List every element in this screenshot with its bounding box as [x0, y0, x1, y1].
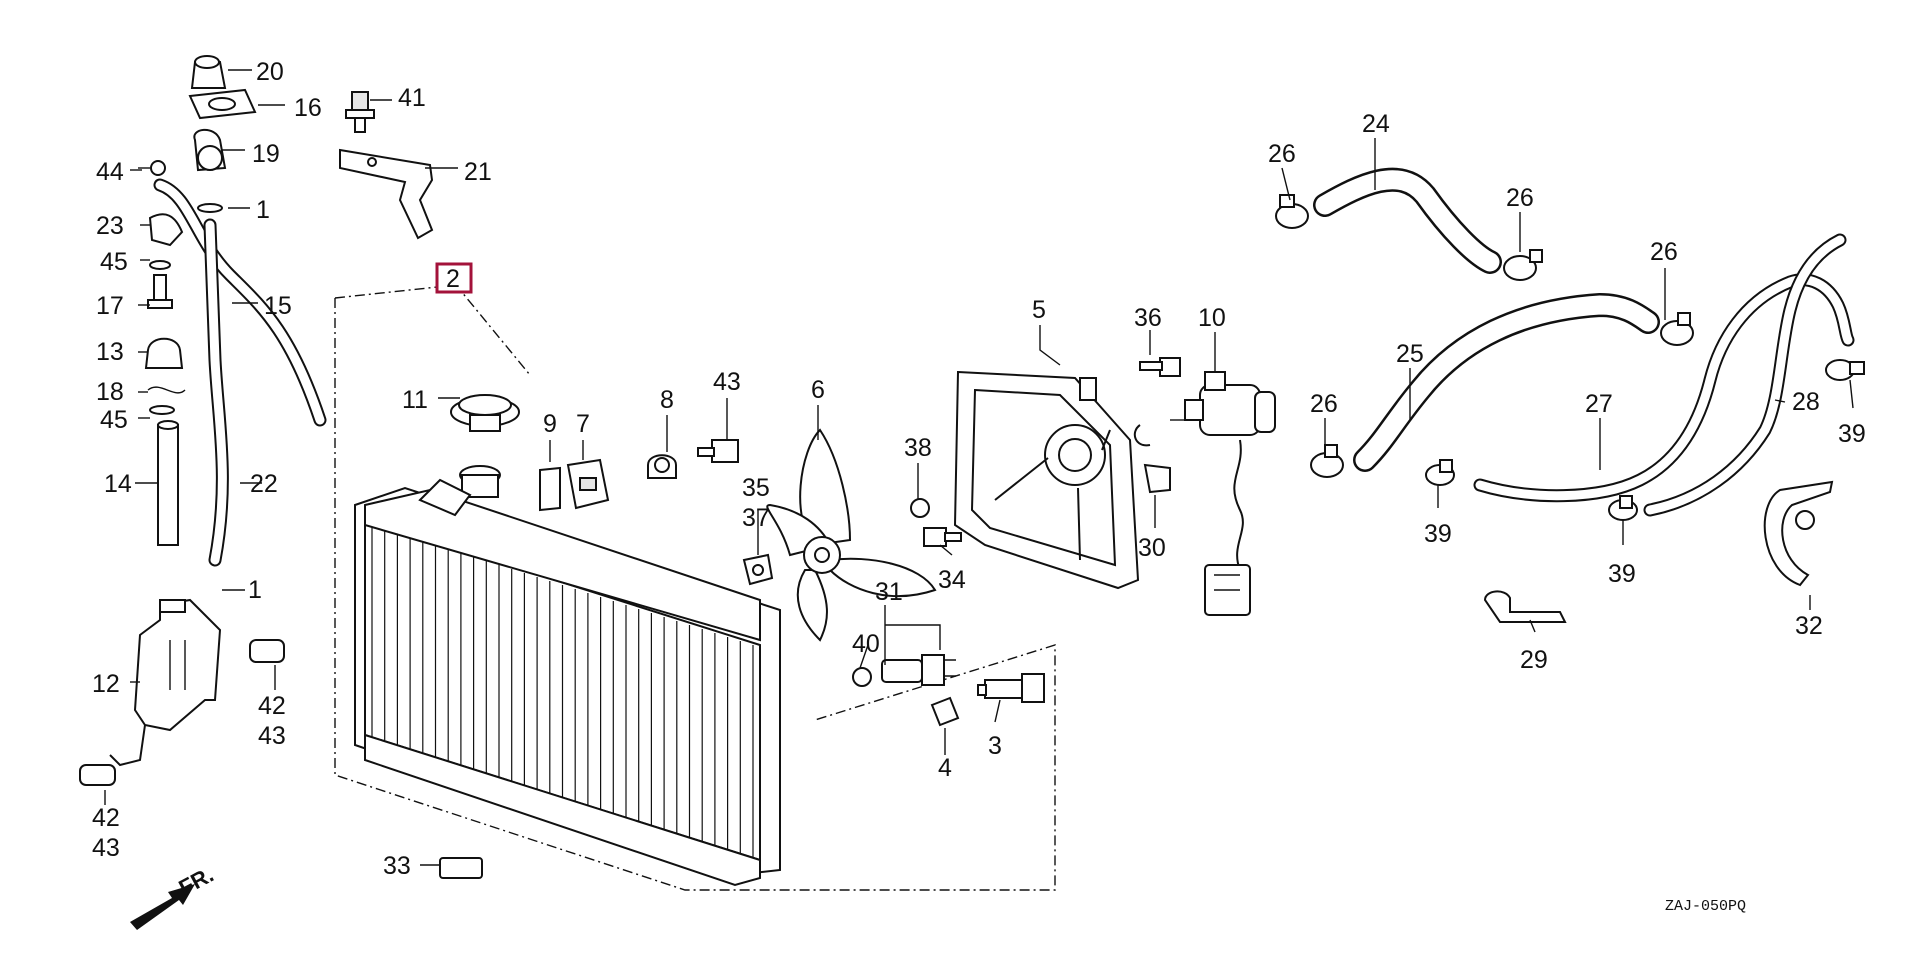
lower-hose: [1353, 292, 1660, 472]
callout: 26: [1506, 184, 1534, 212]
callout: 42: [258, 692, 286, 720]
callout: 16: [294, 94, 322, 122]
cap-fittings: [138, 55, 375, 415]
callout: 41: [398, 84, 426, 112]
clip-33: [439, 857, 483, 879]
callout: 4: [938, 754, 952, 782]
callout: 39: [1424, 520, 1452, 548]
callout: 38: [904, 434, 932, 462]
callout: 33: [383, 852, 411, 880]
brackets-29-32: [1483, 480, 1834, 623]
hose-27: [1473, 273, 1855, 503]
drawing-code: ZAJ-050PQ: [1665, 898, 1746, 915]
callout: 45: [100, 406, 128, 434]
callout: 24: [1362, 110, 1390, 138]
highlighted-callout-box[interactable]: 2: [435, 262, 473, 294]
front-direction-arrow: [130, 884, 195, 930]
upper-hose: [1313, 167, 1502, 274]
reserve-tank: [79, 598, 285, 786]
cooling-fan: [766, 428, 937, 642]
radiator-core: [354, 465, 781, 887]
callout: 36: [1134, 304, 1162, 332]
callout: 27: [1585, 390, 1613, 418]
fan-nuts: [647, 439, 739, 479]
callout: 26: [1310, 390, 1338, 418]
callout: 39: [1838, 420, 1866, 448]
callout: 40: [852, 630, 880, 658]
fan-motor: [1170, 371, 1276, 616]
callout: 43: [713, 368, 741, 396]
callout: 9: [543, 410, 557, 438]
callout: 39: [1608, 560, 1636, 588]
callout: 11: [402, 386, 428, 414]
hose-clamps: [1275, 194, 1865, 521]
reserve-tank-hoses: [153, 178, 327, 567]
callout: 8: [660, 386, 674, 414]
callout: 30: [1138, 534, 1166, 562]
radiator-cap: [450, 394, 520, 432]
callout: 6: [811, 376, 825, 404]
callout: 1: [256, 196, 270, 224]
callout: 34: [938, 566, 966, 594]
callout: 23: [96, 212, 124, 240]
callout: 26: [1268, 140, 1296, 168]
callout-labels: 20 16 41 19 21 44 1 23 45 17 15 13 18 45…: [92, 58, 1866, 915]
callout: 10: [1198, 304, 1226, 332]
thermo-switch: [852, 654, 956, 687]
callout-highlight-frame: [435, 262, 473, 294]
mount-cushions: [539, 458, 610, 512]
callout: 5: [1032, 296, 1046, 324]
callout: 20: [256, 58, 284, 86]
callout: 12: [92, 670, 120, 698]
bracket-21: [339, 148, 434, 240]
hose-28: [1643, 233, 1847, 517]
shroud-hardware: [1133, 357, 1181, 494]
callout: 43: [92, 834, 120, 862]
callout: 42: [92, 804, 120, 832]
callout: 15: [264, 292, 292, 320]
callout: 19: [252, 140, 280, 168]
fan-hardware: [742, 498, 962, 586]
callout: 7: [576, 410, 590, 438]
fan-shroud: [953, 370, 1140, 590]
callout: 29: [1520, 646, 1548, 674]
callout: 18: [96, 378, 124, 406]
callout: 28: [1792, 388, 1820, 416]
drain-sensor: [930, 673, 1045, 727]
callout: 25: [1396, 340, 1424, 368]
callout: 21: [464, 158, 492, 186]
callout-highlighted[interactable]: 2: [446, 265, 460, 293]
callout: 32: [1795, 612, 1823, 640]
callout: 44: [96, 158, 124, 186]
callout: 43: [258, 722, 286, 750]
callout: 26: [1650, 238, 1678, 266]
callout: 3: [988, 732, 1002, 760]
callout: 35: [742, 474, 770, 502]
callout: 22: [250, 470, 278, 498]
callout: 45: [100, 248, 128, 276]
callout: 13: [96, 338, 124, 366]
callout: 1: [248, 576, 262, 604]
callout: 31: [875, 578, 903, 606]
callout: 37: [742, 504, 770, 532]
callout: 14: [104, 470, 132, 498]
callout: 17: [96, 292, 124, 320]
leader-lines: [104, 69, 1854, 866]
